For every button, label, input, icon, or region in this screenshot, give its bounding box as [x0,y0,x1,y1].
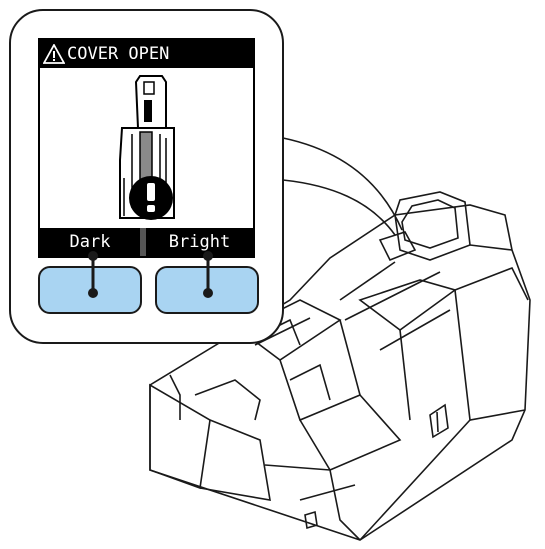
softkey-label-dark: Dark [40,228,140,256]
softkey-divider [140,228,150,256]
exclamation-circle-icon [129,176,173,220]
printer-cover-open-icon [119,75,175,220]
bright-button[interactable] [155,266,259,314]
dark-button[interactable] [38,266,142,314]
lcd-screen: COVER OPEN Dark Bright [38,38,255,258]
warning-triangle-icon [43,44,65,64]
lcd-title-bar: COVER OPEN [40,40,253,68]
softkey-label-row: Dark Bright [40,226,253,256]
lcd-title: COVER OPEN [67,44,170,64]
softkey-label-bright: Bright [146,228,253,256]
